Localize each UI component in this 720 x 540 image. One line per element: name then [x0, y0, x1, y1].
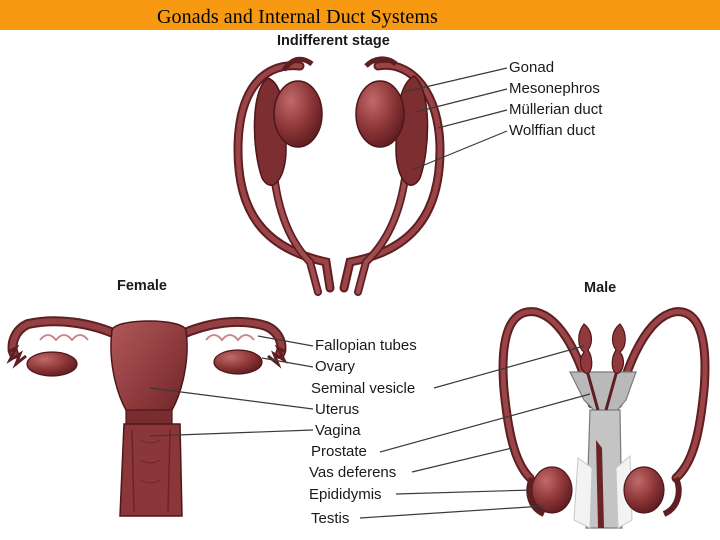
- label-fallopian-tubes: Fallopian tubes: [315, 337, 417, 354]
- label-vas-deferens: Vas deferens: [309, 464, 397, 481]
- ovary-left: [26, 351, 78, 377]
- prostate: [569, 371, 637, 415]
- male-illustration: [498, 307, 710, 529]
- female-illustration: [6, 316, 288, 517]
- epididymis-right: [662, 476, 682, 517]
- label-mullerian-duct: Müllerian duct: [509, 101, 603, 118]
- uterus: [110, 320, 188, 421]
- ovary-right: [213, 349, 263, 375]
- seminal-vesicle-left: [578, 323, 593, 375]
- label-ovary: Ovary: [315, 358, 356, 375]
- label-seminal-vesicle: Seminal vesicle: [311, 380, 416, 397]
- gonad-right: [355, 80, 405, 148]
- indifferent-leader-lines: [403, 67, 508, 171]
- indifferent-stage-label: Indifferent stage: [277, 33, 390, 49]
- indifferent-stage-illustration: [233, 56, 445, 296]
- label-gonad: Gonad: [509, 59, 555, 76]
- male-stage-label: Male: [584, 280, 617, 296]
- label-mesonephros: Mesonephros: [509, 80, 600, 97]
- label-wolffian-duct: Wolffian duct: [509, 122, 596, 139]
- label-testis: Testis: [311, 510, 350, 527]
- seminal-vesicle-right: [611, 323, 626, 375]
- label-vagina: Vagina: [315, 422, 361, 439]
- gonad-left: [273, 80, 323, 148]
- label-uterus: Uterus: [315, 401, 360, 418]
- slide-title: Gonads and Internal Duct Systems: [157, 6, 438, 28]
- label-epididymis: Epididymis: [309, 486, 382, 503]
- testis-right: [623, 466, 665, 514]
- label-prostate: Prostate: [311, 443, 367, 460]
- female-stage-label: Female: [117, 278, 167, 294]
- adult-leader-lines: [149, 335, 591, 519]
- epididymis-left: [526, 476, 546, 517]
- vagina: [119, 423, 183, 517]
- title-bar: Gonads and Internal Duct Systems: [0, 0, 720, 30]
